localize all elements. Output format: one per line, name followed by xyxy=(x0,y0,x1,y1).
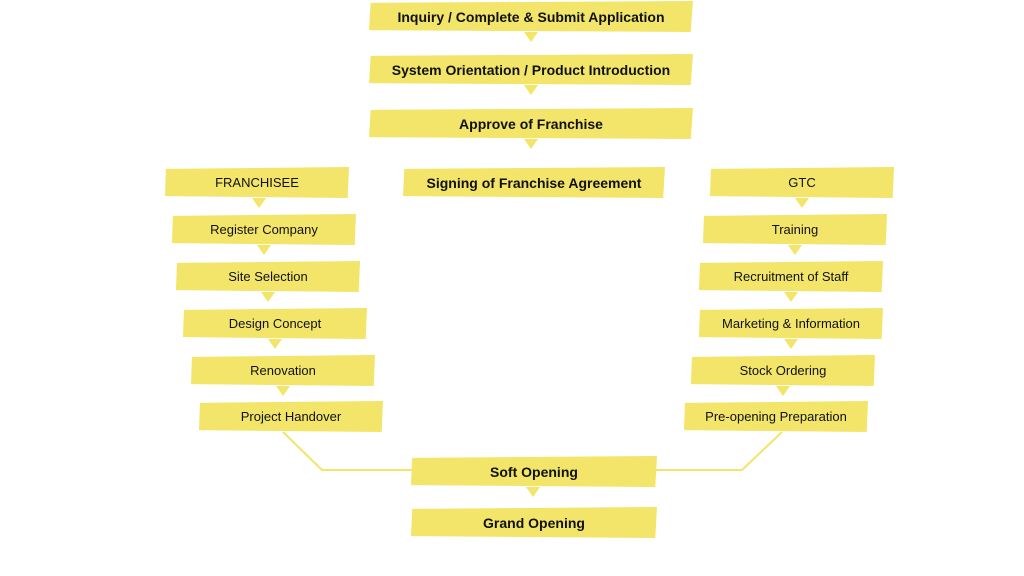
franchisee-step-site: Site Selection xyxy=(176,261,360,292)
step-label: Soft Opening xyxy=(490,463,578,480)
column-header: GTC xyxy=(788,175,816,190)
gtc-header: GTC xyxy=(710,167,894,198)
step-label: Design Concept xyxy=(228,316,322,331)
step-label: Register Company xyxy=(210,222,318,237)
arrow-down-icon xyxy=(261,292,275,302)
step-approve: Approve of Franchise xyxy=(369,108,693,139)
franchisee-step-design: Design Concept xyxy=(183,308,367,339)
step-label: Recruitment of Staff xyxy=(733,269,849,284)
arrow-down-icon xyxy=(268,339,282,349)
gtc-connector-line xyxy=(656,431,783,471)
arrow-down-icon xyxy=(788,245,802,255)
step-signing: Signing of Franchise Agreement xyxy=(403,167,665,198)
franchisee-step-renovation: Renovation xyxy=(191,355,375,386)
step-label: Pre-opening Preparation xyxy=(705,409,847,424)
arrow-down-icon xyxy=(524,32,538,42)
arrow-down-icon xyxy=(524,85,538,95)
step-label: Inquiry / Complete & Submit Application xyxy=(397,8,665,25)
step-label: System Orientation / Product Introductio… xyxy=(391,61,671,78)
franchisee-step-handover: Project Handover xyxy=(199,401,383,432)
franchisee-header: FRANCHISEE xyxy=(165,167,349,198)
arrow-down-icon xyxy=(784,292,798,302)
arrow-down-icon xyxy=(276,386,290,396)
step-label: Grand Opening xyxy=(483,514,585,531)
step-label: Training xyxy=(771,222,819,237)
arrow-down-icon xyxy=(776,386,790,396)
step-label: Signing of Franchise Agreement xyxy=(426,174,642,191)
step-inquiry: Inquiry / Complete & Submit Application xyxy=(369,1,693,32)
gtc-step-preopening: Pre-opening Preparation xyxy=(684,401,868,432)
arrow-down-icon xyxy=(784,339,798,349)
gtc-step-stock: Stock Ordering xyxy=(691,355,875,386)
step-soft-opening: Soft Opening xyxy=(411,456,657,487)
step-label: Renovation xyxy=(250,363,316,378)
arrow-down-icon xyxy=(524,139,538,149)
step-label: Approve of Franchise xyxy=(459,115,603,132)
step-label: Project Handover xyxy=(240,409,342,424)
step-orientation: System Orientation / Product Introductio… xyxy=(369,54,693,85)
arrow-down-icon xyxy=(795,198,809,208)
gtc-step-training: Training xyxy=(703,214,887,245)
gtc-step-marketing: Marketing & Information xyxy=(699,308,883,339)
step-label: Stock Ordering xyxy=(739,363,827,378)
franchisee-connector-line xyxy=(282,431,412,471)
arrow-down-icon xyxy=(257,245,271,255)
step-label: Marketing & Information xyxy=(721,316,860,331)
franchisee-step-register: Register Company xyxy=(172,214,356,245)
step-label: Site Selection xyxy=(228,269,308,284)
arrow-down-icon xyxy=(526,487,540,497)
arrow-down-icon xyxy=(252,198,266,208)
gtc-step-recruitment: Recruitment of Staff xyxy=(699,261,883,292)
column-header: FRANCHISEE xyxy=(215,175,299,190)
step-grand-opening: Grand Opening xyxy=(411,507,657,538)
